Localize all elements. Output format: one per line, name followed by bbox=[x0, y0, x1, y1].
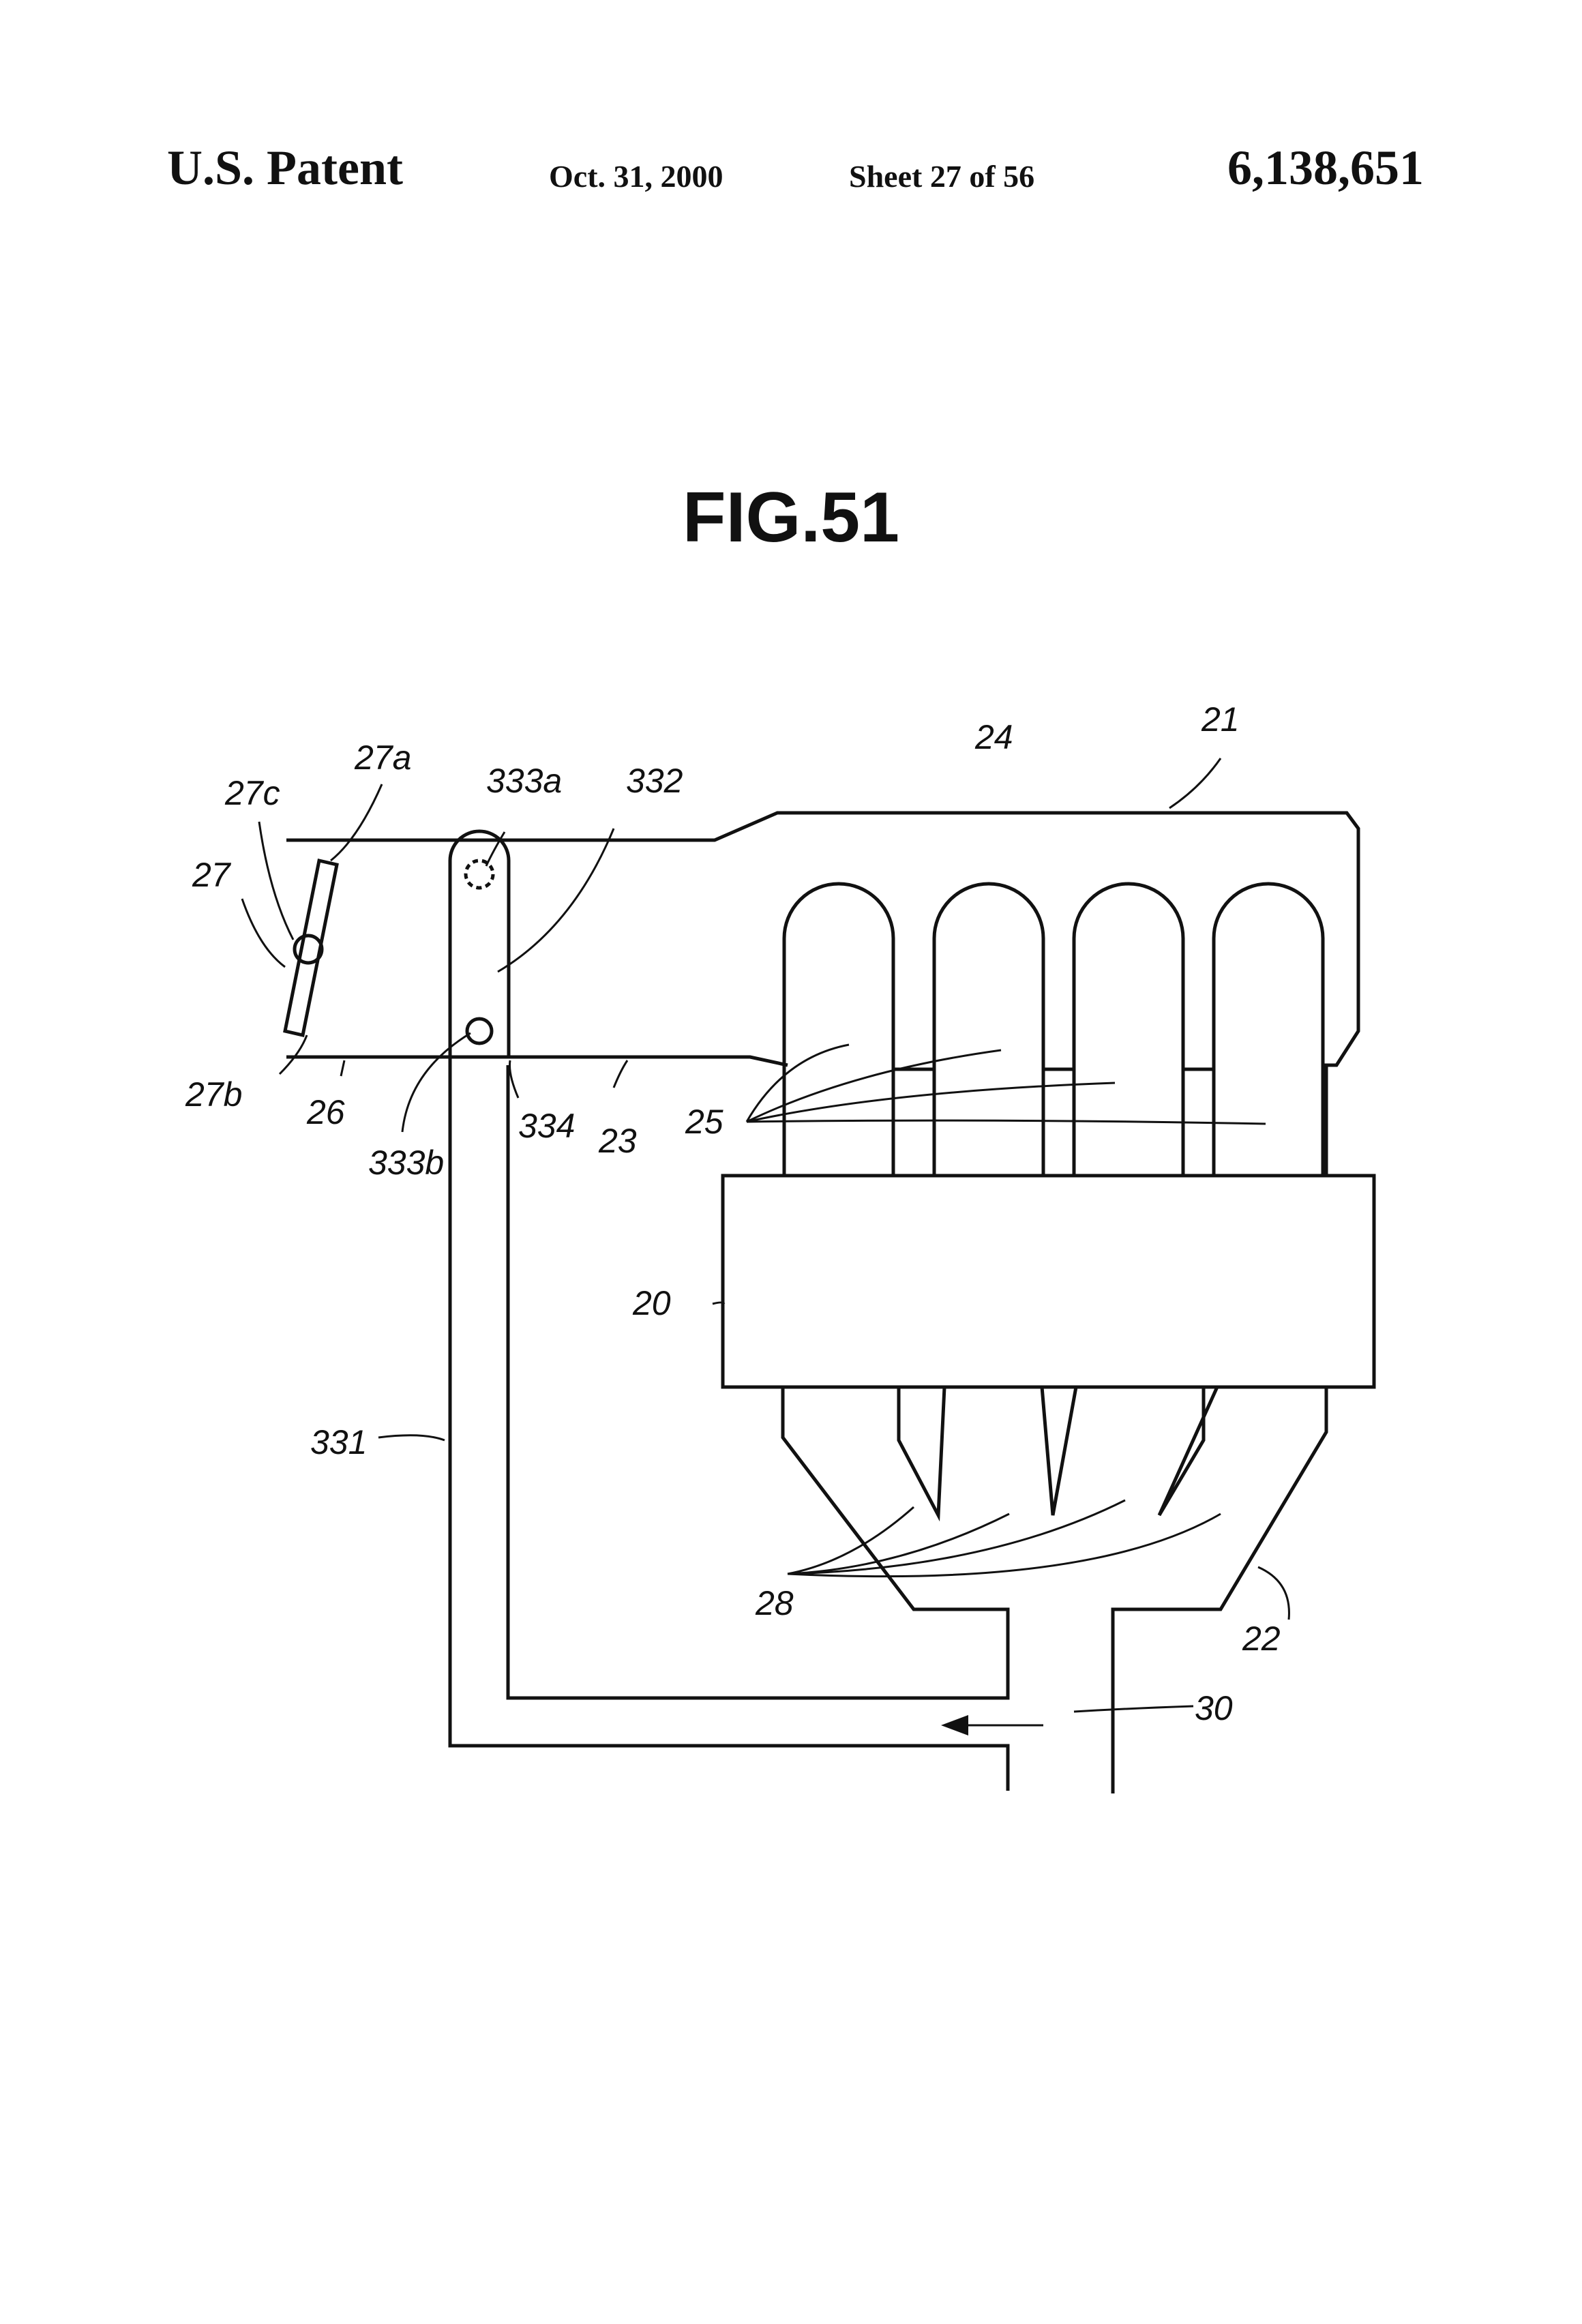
runner-1 bbox=[784, 884, 893, 1176]
ref-333a: 333a bbox=[486, 762, 562, 800]
exhaust-manifold-right bbox=[1113, 1387, 1326, 1793]
exhaust-dividers bbox=[899, 1387, 1217, 1515]
runner-2 bbox=[934, 884, 1043, 1176]
ref-332: 332 bbox=[626, 762, 683, 800]
egr-valve-housing bbox=[450, 831, 509, 1057]
ref-27: 27 bbox=[192, 856, 232, 894]
runner-3 bbox=[1074, 884, 1183, 1176]
flow-arrowhead bbox=[941, 1715, 968, 1735]
ref-26: 26 bbox=[306, 1093, 345, 1131]
ref-27b: 27b bbox=[185, 1075, 242, 1114]
pivot-333a bbox=[466, 861, 493, 888]
engine-block bbox=[723, 1176, 1374, 1387]
pivot-333b bbox=[467, 1019, 492, 1043]
leaders bbox=[242, 758, 1289, 1712]
ref-331: 331 bbox=[310, 1423, 367, 1461]
ref-24: 24 bbox=[974, 718, 1013, 756]
throttle-plate bbox=[285, 861, 337, 1035]
ref-23: 23 bbox=[598, 1122, 637, 1160]
ref-334: 334 bbox=[518, 1107, 575, 1145]
ref-333b: 333b bbox=[368, 1144, 444, 1182]
egr-passage-outer bbox=[450, 861, 1008, 1791]
ref-28: 28 bbox=[755, 1584, 794, 1622]
manifold-lower-line bbox=[286, 1057, 788, 1065]
ref-27a: 27a bbox=[354, 739, 411, 777]
ref-27c: 27c bbox=[224, 774, 280, 812]
throttle-shaft bbox=[295, 936, 322, 963]
ref-22: 22 bbox=[1242, 1620, 1281, 1658]
ref-21: 21 bbox=[1201, 700, 1240, 739]
ref-30: 30 bbox=[1195, 1689, 1233, 1727]
runner-4 bbox=[1214, 884, 1323, 1176]
ref-20: 20 bbox=[632, 1284, 671, 1322]
ref-25: 25 bbox=[685, 1103, 723, 1141]
